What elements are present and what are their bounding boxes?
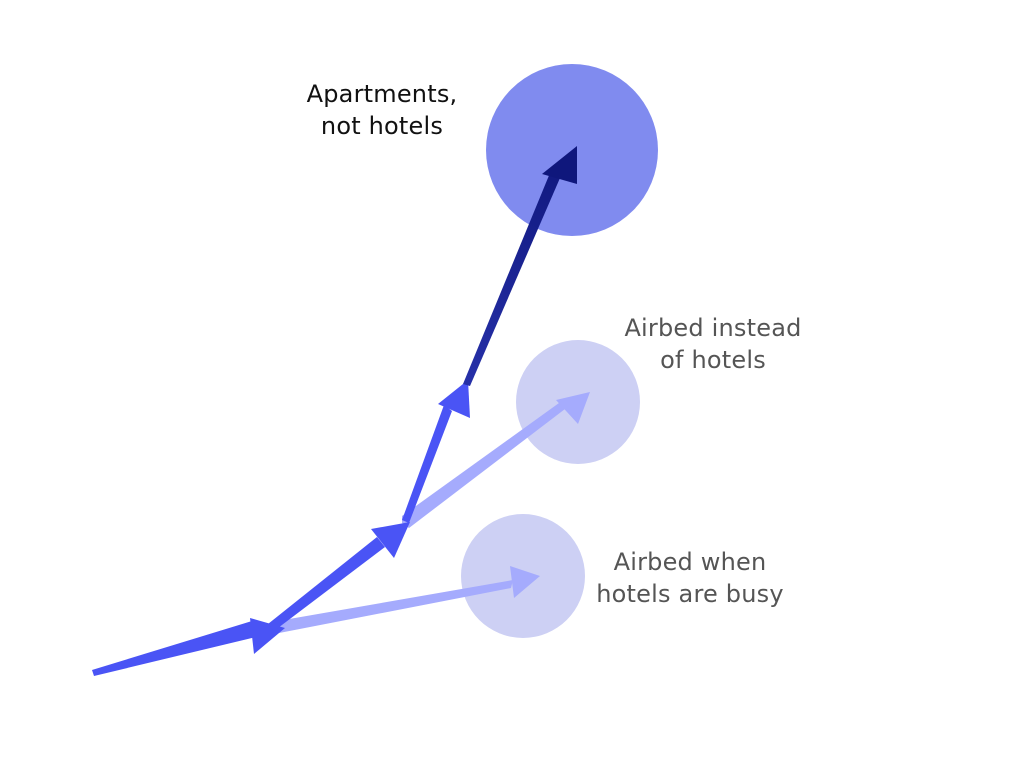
label-airbed-instead-line1: Airbed instead	[624, 314, 802, 342]
label-airbed-busy-line2: hotels are busy	[596, 580, 784, 608]
label-airbed-when-hotels-busy: Airbed when hotels are busy	[585, 546, 795, 610]
path-arrow-segment-3	[402, 380, 470, 523]
path-arrow-segment-2	[268, 522, 410, 631]
label-apartments-line2: not hotels	[320, 112, 444, 140]
label-airbed-instead-line2: of hotels	[660, 346, 766, 374]
final-arrow-apartments	[463, 146, 577, 386]
label-airbed-instead-of-hotels: Airbed instead of hotels	[600, 312, 826, 376]
label-apartments-line1: Apartments,	[306, 80, 458, 108]
label-airbed-busy-line1: Airbed when	[613, 548, 767, 576]
faded-arrow-airbed-instead	[402, 392, 590, 528]
path-arrow-segment-1	[92, 618, 285, 676]
faded-arrow-airbed-busy	[268, 566, 540, 634]
label-apartments-not-hotels: Apartments, not hotels	[282, 78, 482, 142]
